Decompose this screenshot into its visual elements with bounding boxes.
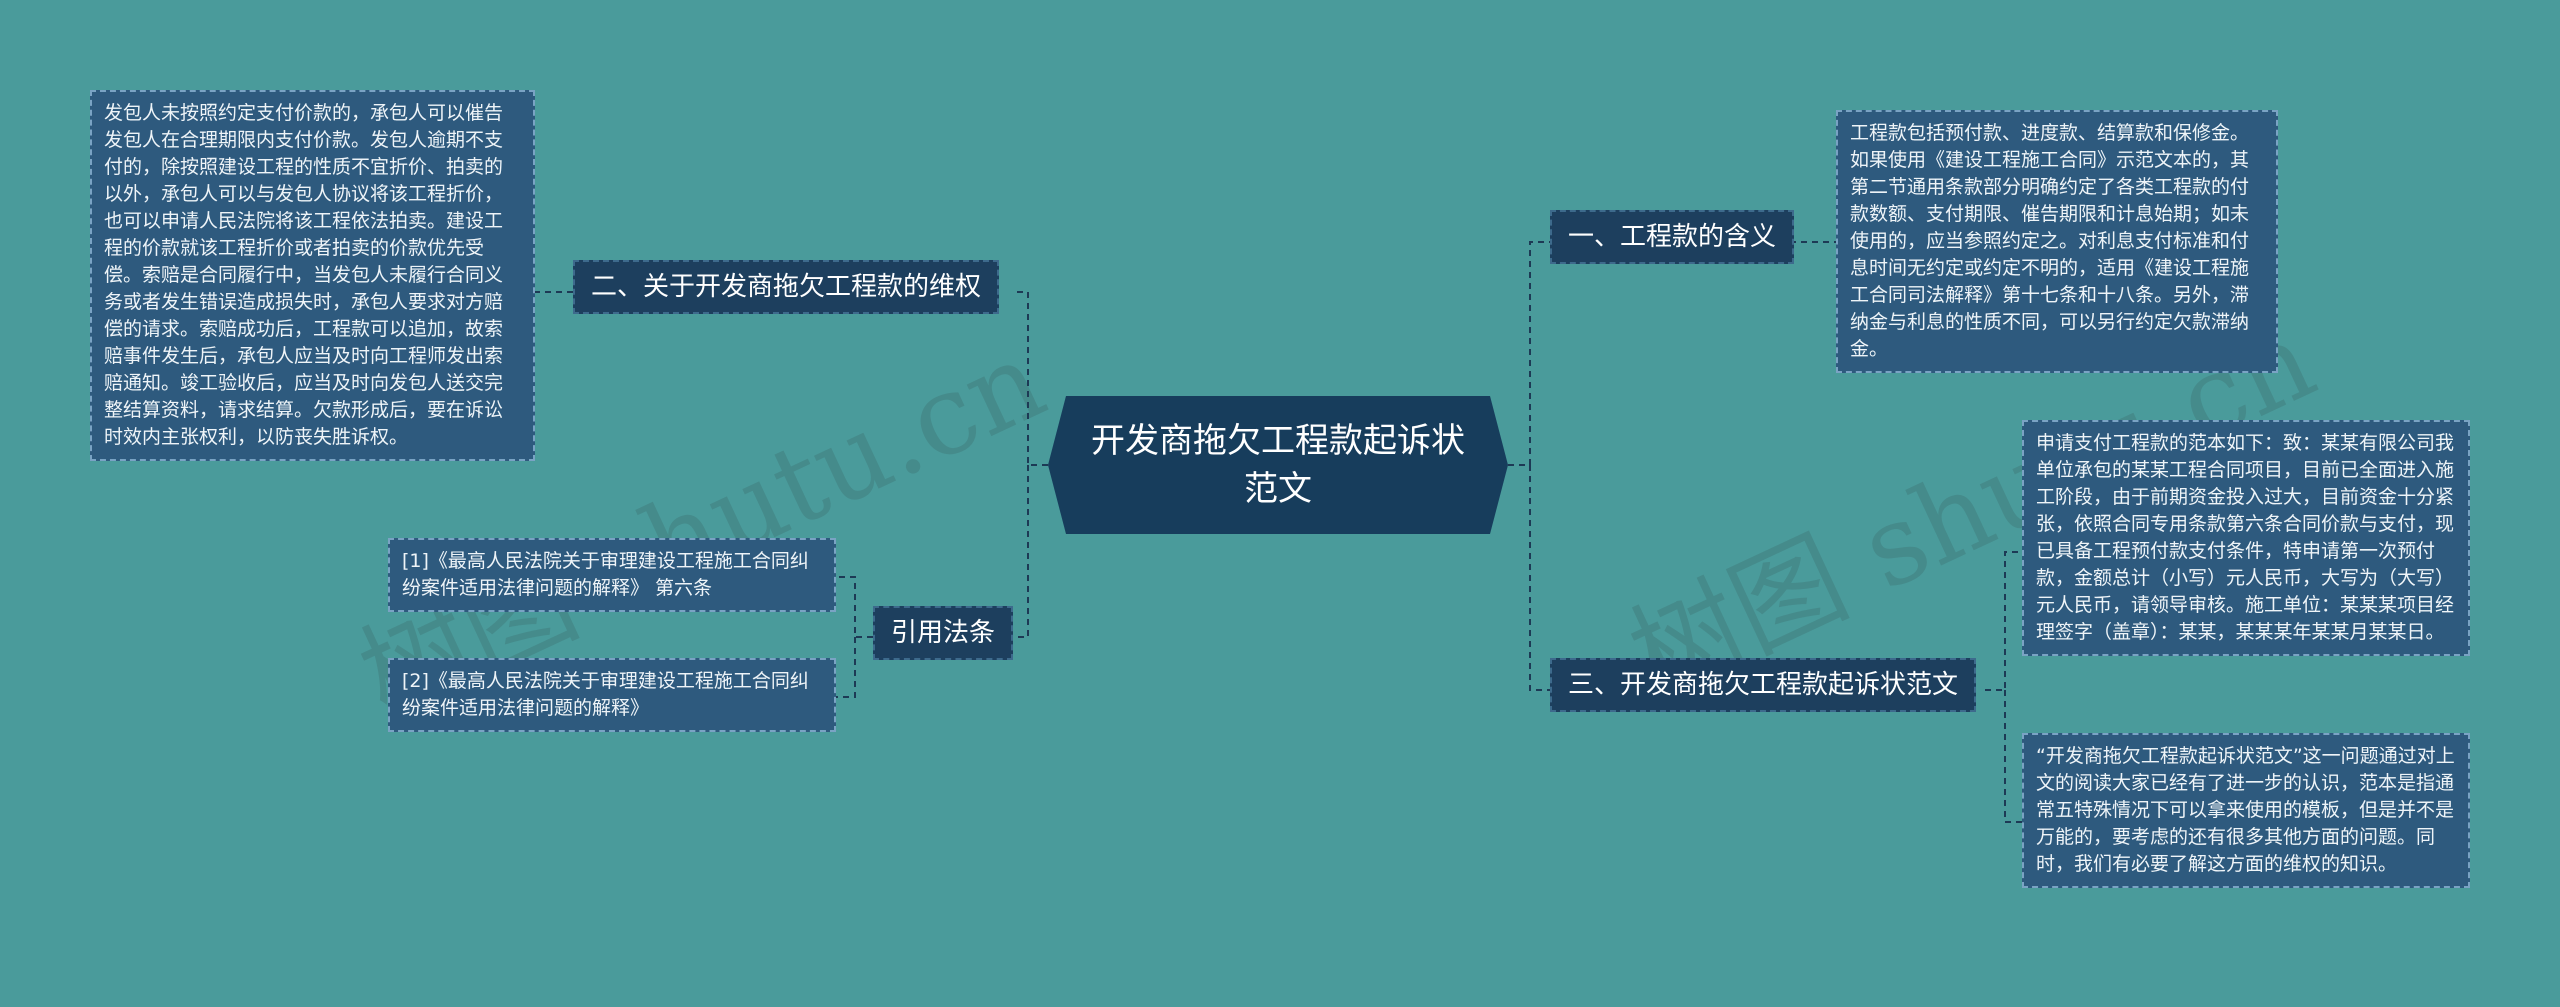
connector-center-b1 [1508,241,1550,466]
connector-b4-l5 [836,576,873,638]
connector-center-b4 [1012,465,1029,638]
leaf-sample-text: 申请支付工程款的范本如下：致：某某有限公司我单位承包的某某工程合同项目，目前已全… [2022,420,2470,656]
leaf-citation-2: [2]《最高人民法院关于审理建设工程施工合同纠纷案件适用法律问题的解释》 [388,658,836,732]
connector-b3-l4 [2004,690,2022,823]
branch-rights[interactable]: 二、关于开发商拖欠工程款的维权 [573,260,1000,314]
leaf-text: 工程款包括预付款、进度款、结算款和保修金。如果使用《建设工程施工合同》示范文本的… [1850,122,2250,360]
leaf-text: “开发商拖欠工程款起诉状范文”这一问题通过对上文的阅读大家已经有了进一步的认识，… [2036,745,2455,875]
central-topic-title: 开发商拖欠工程款起诉状范文 [1091,421,1465,509]
leaf-rights-detail: 发包人未按照约定支付价款的，承包人可以催告发包人在合理期限内支付价款。发包人逾期… [90,90,535,461]
leaf-text: 申请支付工程款的范本如下：致：某某有限公司我单位承包的某某工程合同项目，目前已全… [2036,432,2455,643]
leaf-text: [2]《最高人民法院关于审理建设工程施工合同纠纷案件适用法律问题的解释》 [402,670,809,719]
leaf-citation-1: [1]《最高人民法院关于审理建设工程施工合同纠纷案件适用法律问题的解释》 第六条 [388,538,836,612]
branch-citations[interactable]: 引用法条 [873,606,1014,660]
connector-center-b2 [1012,291,1048,466]
connector-b4-l6 [836,637,856,698]
connector-center-b3 [1529,465,1550,691]
branch-complaint-sample[interactable]: 三、开发商拖欠工程款起诉状范文 [1550,658,1977,712]
leaf-meaning-detail: 工程款包括预付款、进度款、结算款和保修金。如果使用《建设工程施工合同》示范文本的… [1836,110,2278,373]
leaf-summary: “开发商拖欠工程款起诉状范文”这一问题通过对上文的阅读大家已经有了进一步的认识，… [2022,733,2470,888]
branch-meaning[interactable]: 一、工程款的含义 [1550,210,1795,264]
leaf-text: 发包人未按照约定支付价款的，承包人可以催告发包人在合理期限内支付价款。发包人逾期… [104,102,504,448]
central-topic[interactable]: 开发商拖欠工程款起诉状范文 [1048,396,1508,534]
connector-b3-l3 [1985,551,2022,691]
leaf-text: [1]《最高人民法院关于审理建设工程施工合同纠纷案件适用法律问题的解释》 第六条 [402,550,809,599]
